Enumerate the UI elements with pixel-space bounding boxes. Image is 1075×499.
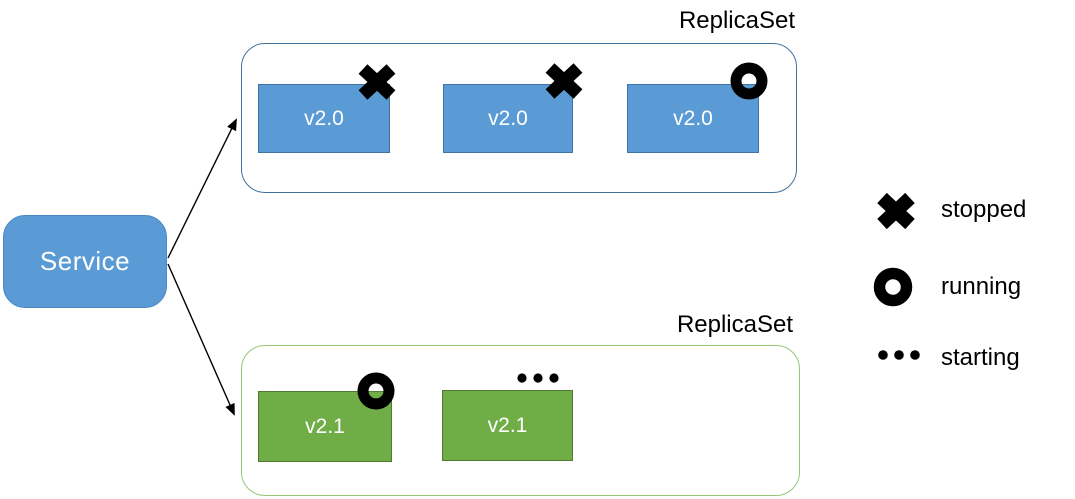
running-icon [357,372,395,410]
stopped-icon [877,192,915,230]
starting-icon [878,350,920,360]
arrow-service-to-replicaset-v21 [167,263,235,416]
running-icon [873,267,913,307]
pod-label: v2.0 [673,106,713,130]
legend-label-starting: starting [941,344,1020,371]
arrow-service-to-replicaset-v20 [167,118,237,259]
stopped-icon [358,64,396,100]
pod-label: v2.1 [305,414,345,438]
pod-label: v2.1 [487,413,528,437]
legend-label-running: running [941,273,1022,300]
running-icon [730,62,768,100]
service-node: Service [3,215,167,308]
starting-icon [517,373,559,383]
replicaset-group-v20 [241,43,797,193]
pod-label: v2.0 [488,106,528,130]
pod-v20-3: v2.0 [627,84,759,153]
replicaset-label-v20: ReplicaSet [678,7,795,34]
replicaset-group-v21 [241,345,800,496]
replicaset-label-v21: ReplicaSet [676,311,793,338]
stopped-icon [545,63,583,99]
pod-label: v2.0 [304,106,344,130]
legend-label-stopped: stopped [941,196,1027,223]
pod-v21-2: v2.1 [442,390,573,461]
pod-v20-2: v2.0 [443,84,573,153]
service-label: Service [39,246,131,276]
